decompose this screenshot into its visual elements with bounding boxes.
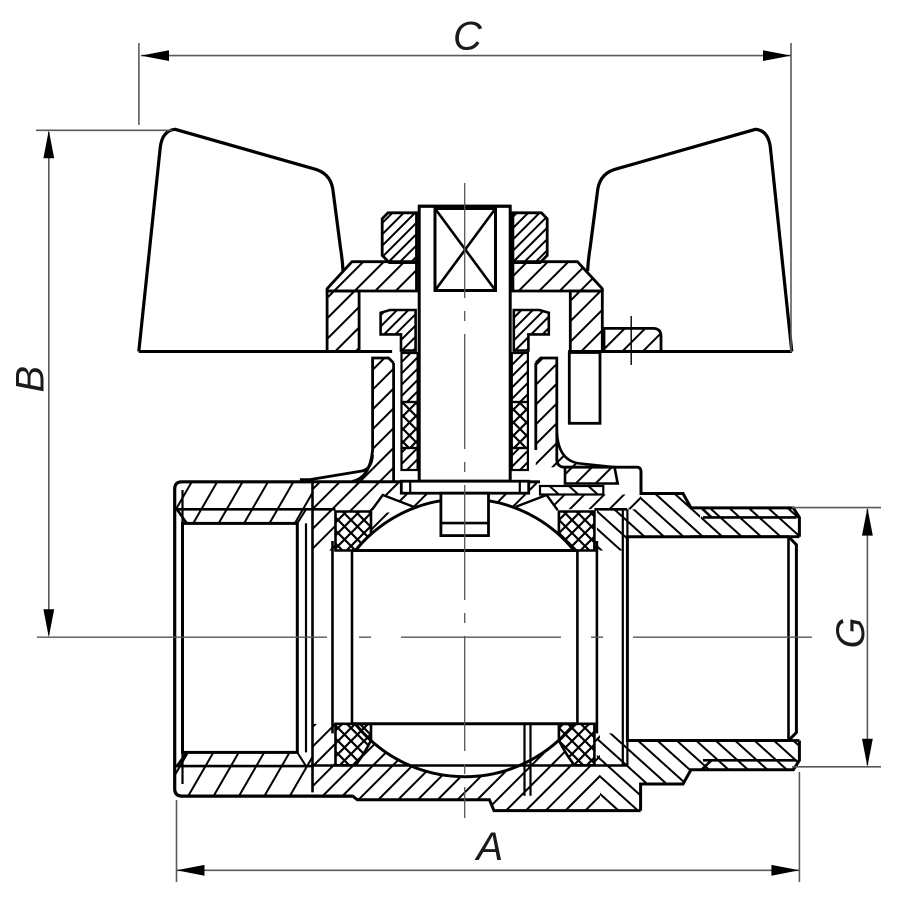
svg-text:C: C xyxy=(453,15,483,59)
svg-text:G: G xyxy=(829,617,873,648)
svg-text:B: B xyxy=(9,366,53,393)
svg-text:A: A xyxy=(475,825,504,869)
